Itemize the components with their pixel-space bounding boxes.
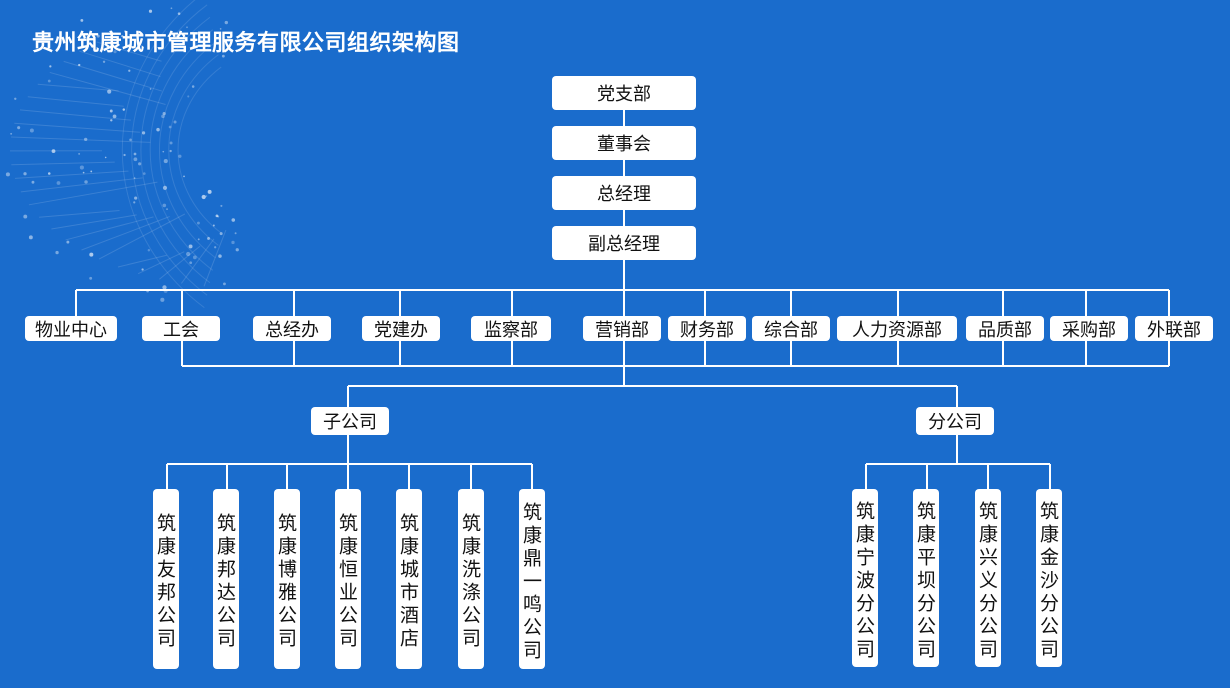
node-deputy-general-manager: 副总经理: [552, 226, 696, 260]
group-subsidiary: 子公司: [311, 407, 389, 435]
dept-marketing: 营销部: [583, 316, 661, 341]
dept-procurement: 采购部: [1050, 316, 1128, 341]
subsidiary-dingyiming: 筑康鼎一鸣公司: [519, 489, 545, 669]
dept-human-resources: 人力资源部: [837, 316, 957, 341]
dept-party-building: 党建办: [362, 316, 440, 341]
subsidiary-city-hotel: 筑康城市酒店: [396, 489, 422, 669]
node-board: 董事会: [552, 126, 696, 160]
subsidiary-boya: 筑康博雅公司: [274, 489, 300, 669]
group-branch: 分公司: [916, 407, 994, 435]
branch-jinsha: 筑康金沙分公司: [1036, 489, 1062, 667]
dept-comprehensive: 综合部: [752, 316, 830, 341]
dept-labor-union: 工会: [142, 316, 220, 341]
subsidiary-laundry: 筑康洗涤公司: [458, 489, 484, 669]
subsidiary-youbang: 筑康友邦公司: [153, 489, 179, 669]
node-party-branch: 党支部: [552, 76, 696, 110]
dept-external-relations: 外联部: [1135, 316, 1213, 341]
subsidiary-bangda: 筑康邦达公司: [213, 489, 239, 669]
dept-general-office: 总经办: [253, 316, 331, 341]
dept-finance: 财务部: [668, 316, 746, 341]
subsidiary-hengye: 筑康恒业公司: [335, 489, 361, 669]
page-title: 贵州筑康城市管理服务有限公司组织架构图: [32, 31, 460, 56]
node-general-manager: 总经理: [552, 176, 696, 210]
branch-ningbo: 筑康宁波分公司: [852, 489, 878, 667]
dept-supervision: 监察部: [471, 316, 551, 341]
branch-pingba: 筑康平坝分公司: [913, 489, 939, 667]
dept-property-center: 物业中心: [25, 316, 117, 341]
branch-xingyi: 筑康兴义分公司: [975, 489, 1001, 667]
dept-quality: 品质部: [966, 316, 1044, 341]
